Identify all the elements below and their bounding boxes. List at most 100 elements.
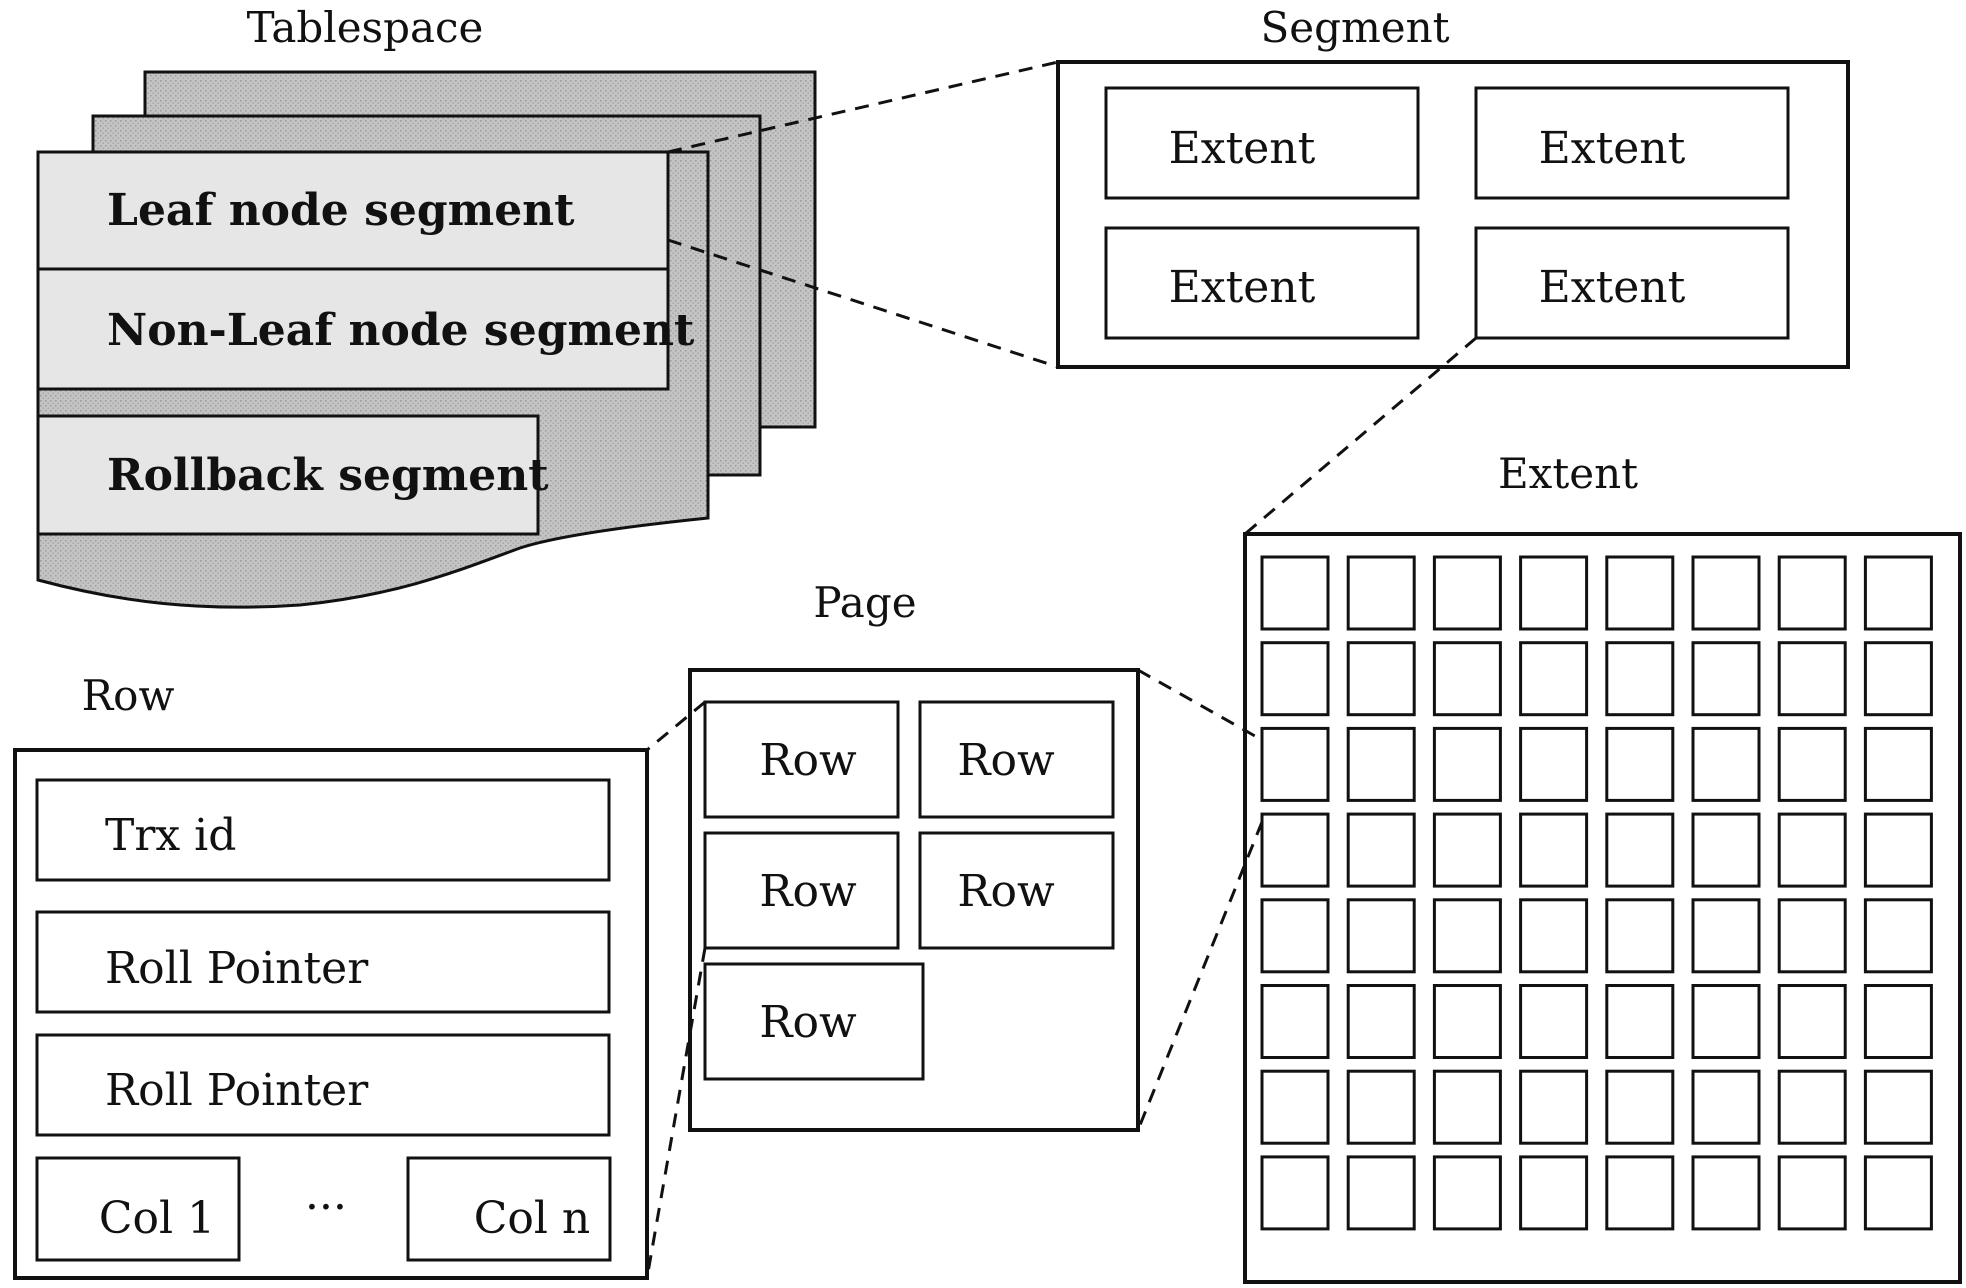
- extent-page-cell: [1432, 984, 1502, 1059]
- extent-page-cell: [1432, 555, 1502, 631]
- segment-title: Segment: [1260, 3, 1449, 52]
- extent-page-cell: [1519, 812, 1589, 888]
- extent-page-cell: [1346, 898, 1416, 974]
- extent-page-cell: [1863, 555, 1933, 631]
- page-group: Page Row Row Row Row Row: [688, 578, 1140, 1132]
- row-title: Row: [82, 671, 175, 720]
- extent-page-cell: [1777, 555, 1847, 631]
- leaf-node-segment-label: Leaf node segment: [107, 185, 575, 236]
- extent-page-cell: [1605, 984, 1675, 1059]
- extent-page-grid: [1260, 555, 1933, 1231]
- segment-extent-label: Extent: [1169, 123, 1316, 174]
- extent-page-cell: [1260, 726, 1330, 802]
- trx-id-label: Trx id: [105, 810, 236, 861]
- extent-page-cell: [1260, 641, 1330, 717]
- ellipsis-label: ···: [305, 1182, 347, 1233]
- extent-page-cell: [1432, 1069, 1502, 1145]
- extent-page-cell: [1863, 984, 1933, 1059]
- extent-page-cell: [1691, 812, 1761, 888]
- segment-extent-label: Extent: [1169, 262, 1316, 313]
- extent-page-cell: [1346, 641, 1416, 717]
- extent-page-cell: [1863, 812, 1933, 888]
- roll-pointer-label: Roll Pointer: [105, 1065, 369, 1116]
- extent-page-cell: [1346, 812, 1416, 888]
- connector-page-row-top: [646, 700, 706, 752]
- extent-page-cell: [1346, 1069, 1416, 1145]
- extent-group: Extent: [1243, 449, 1962, 1284]
- col-1-label: Col 1: [99, 1193, 215, 1244]
- extent-title: Extent: [1498, 449, 1638, 498]
- leaf-node-segment-box: [36, 150, 670, 271]
- extent-page-cell: [1260, 984, 1330, 1059]
- col-n-box: [406, 1156, 612, 1262]
- extent-page-cell: [1777, 1069, 1847, 1145]
- non-leaf-node-segment-label: Non-Leaf node segment: [107, 305, 695, 356]
- zoom-connectors: [645, 60, 1477, 1279]
- extent-page-cell: [1519, 898, 1589, 974]
- extent-page-cell: [1777, 641, 1847, 717]
- segment-extent-label: Extent: [1539, 262, 1686, 313]
- tablespace-group: Tablespace Leaf node segment Non-Leaf no…: [36, 3, 817, 609]
- roll-pointer-field-box: [35, 910, 611, 1014]
- extent-page-cell: [1346, 726, 1416, 802]
- rollback-segment-label: Rollback segment: [107, 450, 549, 501]
- connector-extent-page-bottom: [1136, 821, 1264, 1131]
- page-row-label: Row: [957, 735, 1055, 786]
- col-1-box: [35, 1156, 241, 1262]
- segment-extent-box: [1104, 86, 1420, 200]
- extent-page-cell: [1605, 898, 1675, 974]
- roll-pointer-label: Roll Pointer: [105, 943, 369, 994]
- connector-page-row-bottom: [645, 947, 707, 1279]
- segment-group: Segment Extent Extent Extent Extent: [1056, 3, 1850, 369]
- segment-extent-label: Extent: [1539, 123, 1686, 174]
- page-row-label: Row: [957, 866, 1055, 917]
- segment-extent-box: [1474, 226, 1790, 340]
- extent-page-cell: [1605, 1069, 1675, 1145]
- extent-page-cell: [1691, 1069, 1761, 1145]
- extent-page-cell: [1863, 726, 1933, 802]
- extent-page-cell: [1519, 555, 1589, 631]
- page-row-label: Row: [759, 997, 857, 1048]
- extent-page-cell: [1863, 1069, 1933, 1145]
- extent-page-cell: [1863, 1155, 1933, 1231]
- page-row-box: [918, 700, 1115, 819]
- extent-page-cell: [1260, 1069, 1330, 1145]
- page-row-box: [703, 962, 925, 1081]
- extent-page-cell: [1432, 898, 1502, 974]
- extent-page-cell: [1863, 898, 1933, 974]
- extent-page-cell: [1260, 898, 1330, 974]
- extent-page-cell: [1605, 726, 1675, 802]
- extent-page-cell: [1777, 1155, 1847, 1231]
- extent-page-cell: [1777, 812, 1847, 888]
- page-row-box: [703, 700, 900, 819]
- segment-extent-box: [1104, 226, 1420, 340]
- extent-page-cell: [1432, 641, 1502, 717]
- non-leaf-node-segment-box: [36, 267, 670, 391]
- extent-page-cell: [1777, 898, 1847, 974]
- extent-page-cell: [1605, 1155, 1675, 1231]
- extent-page-cell: [1260, 555, 1330, 631]
- extent-page-cell: [1777, 984, 1847, 1059]
- extent-page-cell: [1260, 1155, 1330, 1231]
- roll-pointer-field-box: [35, 1033, 611, 1137]
- extent-page-cell: [1691, 1155, 1761, 1231]
- extent-page-cell: [1519, 1069, 1589, 1145]
- tablespace-title: Tablespace: [247, 3, 484, 52]
- extent-page-cell: [1777, 726, 1847, 802]
- extent-page-cell: [1605, 555, 1675, 631]
- extent-page-cell: [1605, 812, 1675, 888]
- row-group: Row Trx id Roll Pointer Roll Pointer Col…: [13, 671, 649, 1280]
- extent-page-cell: [1432, 1155, 1502, 1231]
- connector-tablespace-segment-top: [667, 60, 1059, 154]
- col-n-label: Col n: [474, 1193, 591, 1244]
- page-row-label: Row: [759, 866, 857, 917]
- extent-page-cell: [1346, 555, 1416, 631]
- extent-page-cell: [1432, 812, 1502, 888]
- extent-page-cell: [1691, 641, 1761, 717]
- extent-page-cell: [1863, 641, 1933, 717]
- page-row-label: Row: [759, 735, 857, 786]
- segment-extent-box: [1474, 86, 1790, 200]
- extent-page-cell: [1346, 1155, 1416, 1231]
